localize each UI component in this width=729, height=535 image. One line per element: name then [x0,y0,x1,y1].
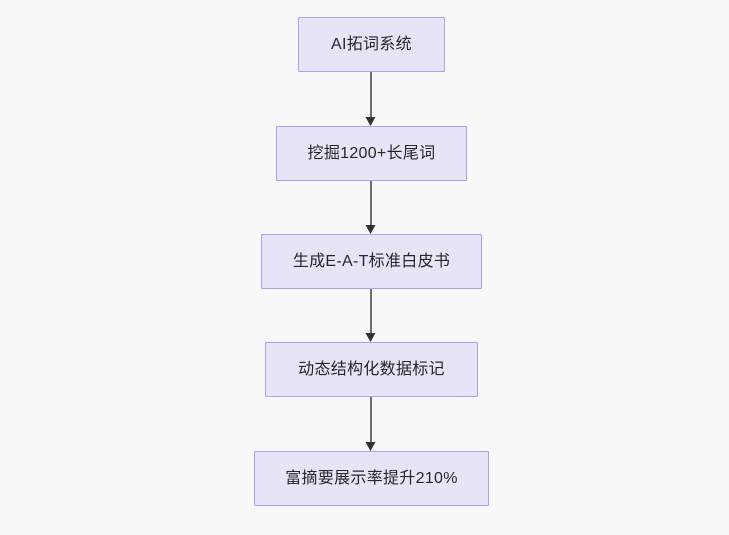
arrowhead-icon [365,117,376,126]
flow-node-label: 挖掘1200+长尾词 [307,144,436,162]
flow-node-rich-snippet-rate-increase[interactable]: 富摘要展示率提升210% [254,451,489,506]
flow-node-generate-eat-whitepaper[interactable]: 生成E-A-T标准白皮书 [261,234,482,289]
flow-node-dynamic-structured-data-markup[interactable]: 动态结构化数据标记 [265,342,478,397]
arrowhead-icon [365,225,376,234]
flow-node-label: 生成E-A-T标准白皮书 [292,252,451,270]
flow-node-label: AI拓词系统 [331,35,412,53]
edge-line [370,289,372,333]
edge-line [370,181,372,225]
flow-node-ai-keyword-system[interactable]: AI拓词系统 [298,17,445,72]
flow-node-mine-longtail-keywords[interactable]: 挖掘1200+长尾词 [276,126,467,181]
arrowhead-icon [365,442,376,451]
edge-line [370,397,372,442]
flow-node-label: 动态结构化数据标记 [298,360,445,378]
arrowhead-icon [365,333,376,342]
edge-line [370,72,372,117]
flow-node-label: 富摘要展示率提升210% [285,469,458,487]
